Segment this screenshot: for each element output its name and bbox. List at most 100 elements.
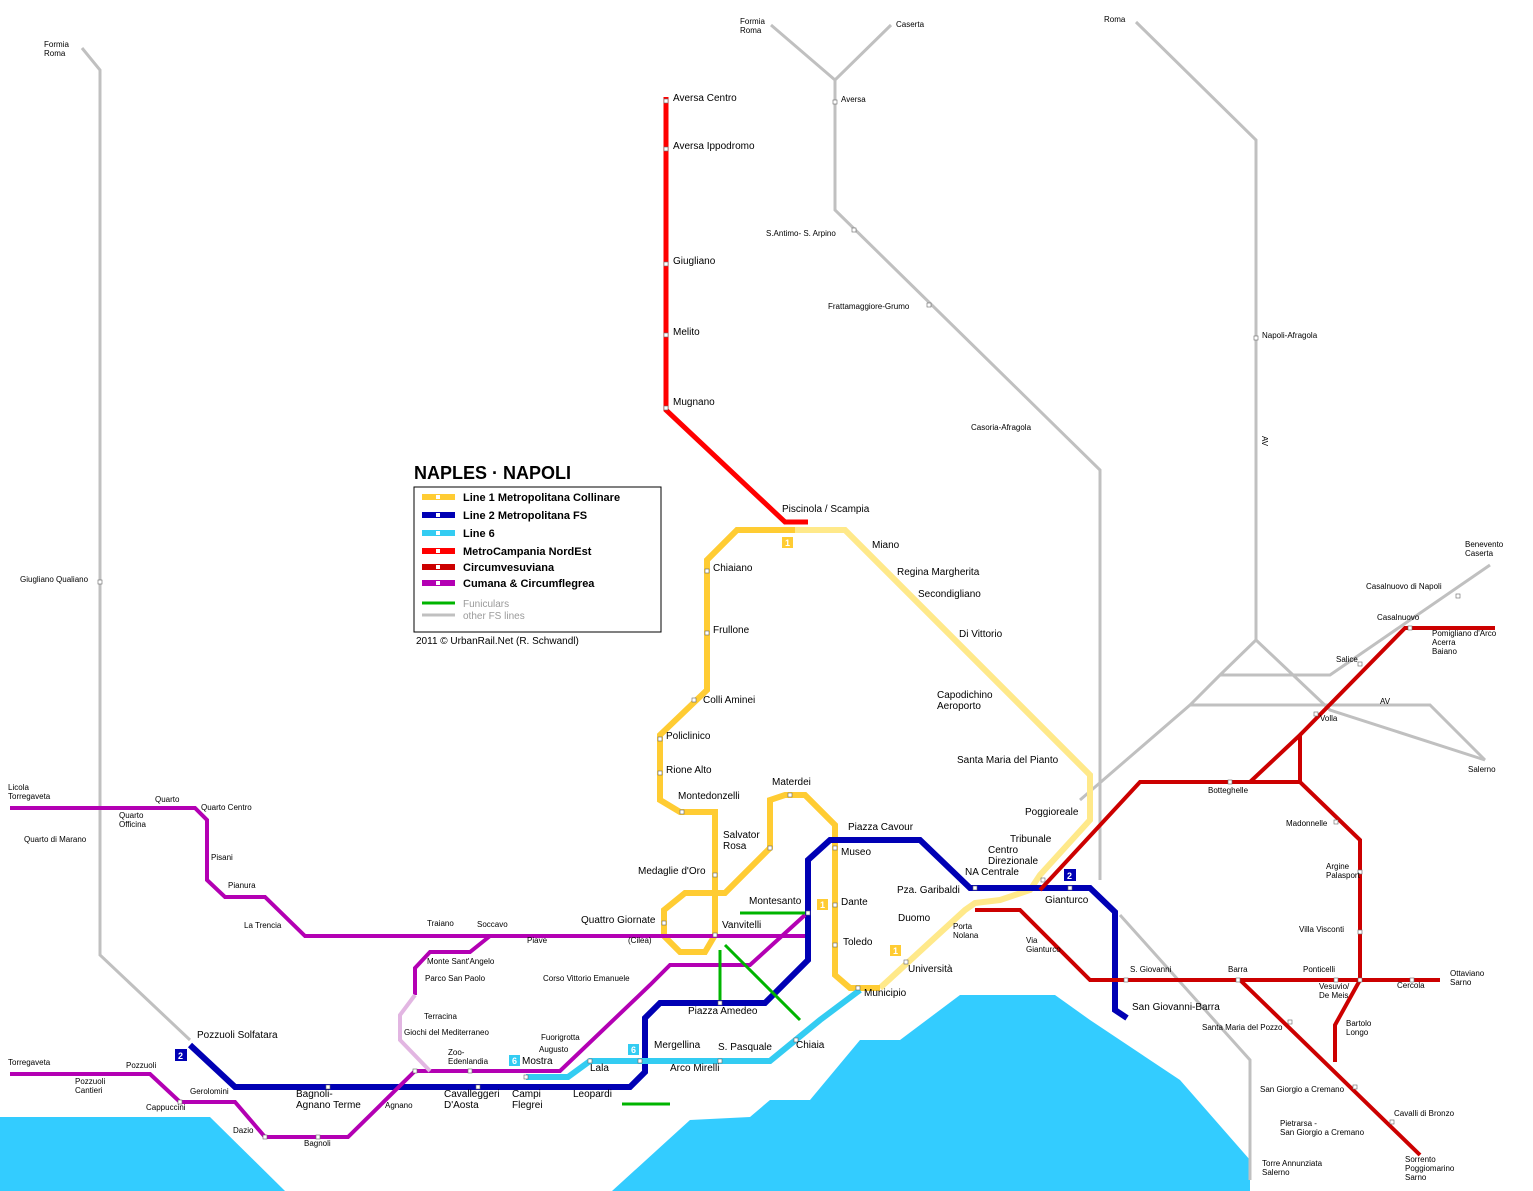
station-marker [663,405,669,411]
line2-route [187,837,1129,1090]
line1-construction [795,527,1093,991]
station-marker [793,1037,799,1043]
station-marker [663,146,669,152]
line1-station-label: Poggioreale [1025,807,1079,818]
fs-station-label: Caserta [896,20,925,29]
station-marker [832,99,838,105]
metrocampania-station-label: Melito [673,327,700,338]
station-marker [657,770,663,776]
station-marker [1040,877,1046,883]
station-marker [467,1068,473,1074]
svg-text:6: 6 [631,1045,636,1055]
metrocampania-station-label: Mugnano [673,397,715,408]
line1-station-label: Toledo [843,937,873,948]
legend-label: Circumvesuviana [463,562,555,574]
cumana-station-label: Terracina [424,1012,457,1021]
line2-badge: 2 [1064,869,1076,881]
cumana-station-label: La Trencia [244,921,282,930]
line2-station-label: Pozzuoli Solfatara [197,1030,278,1041]
station-marker [972,885,978,891]
station-marker [903,959,909,965]
legend-swatch-marker [436,513,440,517]
line6-badge: 6 [628,1044,639,1055]
station-marker [832,845,838,851]
station-marker [325,1084,331,1090]
line2-station-label: NA Centrale [965,867,1019,878]
line1-station-label: Duomo [898,913,931,924]
circumvesuviana-station-label: Salice [1336,655,1358,664]
fs-station-label: Salerno [1468,765,1496,774]
cumana-station-label: Cappuccini [146,1103,186,1112]
station-marker [1313,711,1319,717]
line1-station-label: Colli Aminei [703,695,755,706]
line1-station-label: Materdei [772,777,811,788]
line1-station-label: Regina Margherita [897,567,980,578]
station-marker [1287,1019,1293,1025]
station-marker [855,985,861,991]
station-marker [1333,977,1339,983]
station-marker [262,1134,268,1140]
line6-station-label: Arco Mirelli [670,1063,719,1074]
legend-swatch-marker [436,549,440,553]
line2-badge: 2 [175,1049,187,1061]
station-marker [704,630,710,636]
metrocampania-line [663,97,808,525]
cumana-station-label: (Cilea) [628,936,652,945]
circumvesuviana-station-label: Vesuvio/De Meis [1319,982,1350,1000]
line2-station-label: Montesanto [749,896,802,907]
line1-badge: 1 [782,537,793,548]
cumana-station-label: Quarto Centro [201,803,252,812]
fs-lines [80,20,1491,1180]
line1-station-label: Secondigliano [918,589,981,600]
line2-station-label: Leopardi [573,1089,612,1100]
line1-station-label: Frullone [713,625,750,636]
line2-station-label: Mergellina [654,1040,701,1051]
station-marker [657,736,663,742]
legend-label: Funiculars [463,599,509,610]
legend-box [413,486,662,633]
cumana-station-label: Fuorigrotta [541,1033,580,1042]
station-marker [475,1084,481,1090]
cumana-station-label: Dazio [233,1126,254,1135]
sea [0,995,1250,1191]
station-marker [805,910,811,916]
cumana-station-label: Bagnoli [304,1139,331,1148]
station-marker [1235,977,1241,983]
cumana-station-label: Zoo-Edenlandia [448,1048,489,1066]
legend-label: other FS lines [463,611,525,622]
circumvesuviana-lines [975,626,1495,1157]
cumana-station-label: Pisani [211,853,233,862]
line1-badge: 1 [890,945,901,956]
station-marker [1409,977,1415,983]
cumana-station-label: Pozzuoli [126,1061,156,1070]
legend-label: MetroCampania NordEst [463,546,592,558]
station-marker [97,579,103,585]
station-marker [787,792,793,798]
line1-station-label: Montedonzelli [678,791,740,802]
circumvesuviana-station-label: Ponticelli [1303,965,1335,974]
line1-station-label: Policlinico [666,731,711,742]
line1-station-label: Quattro Giornate [581,915,656,926]
line1-station-label: Museo [841,847,871,858]
station-marker [704,568,710,574]
station-marker [832,902,838,908]
svg-text:1: 1 [785,538,790,548]
av-label: AV [1380,697,1391,706]
station-marker [1352,1084,1358,1090]
station-marker [712,872,718,878]
station-marker [412,1068,418,1074]
line2-station-label: Gianturco [1045,895,1089,906]
legend-swatch-marker [436,565,440,569]
fs-station-label: Roma [1104,15,1126,24]
cumana-station-label: Soccavo [477,920,508,929]
cumana-station-label: Torregaveta [8,1058,51,1067]
